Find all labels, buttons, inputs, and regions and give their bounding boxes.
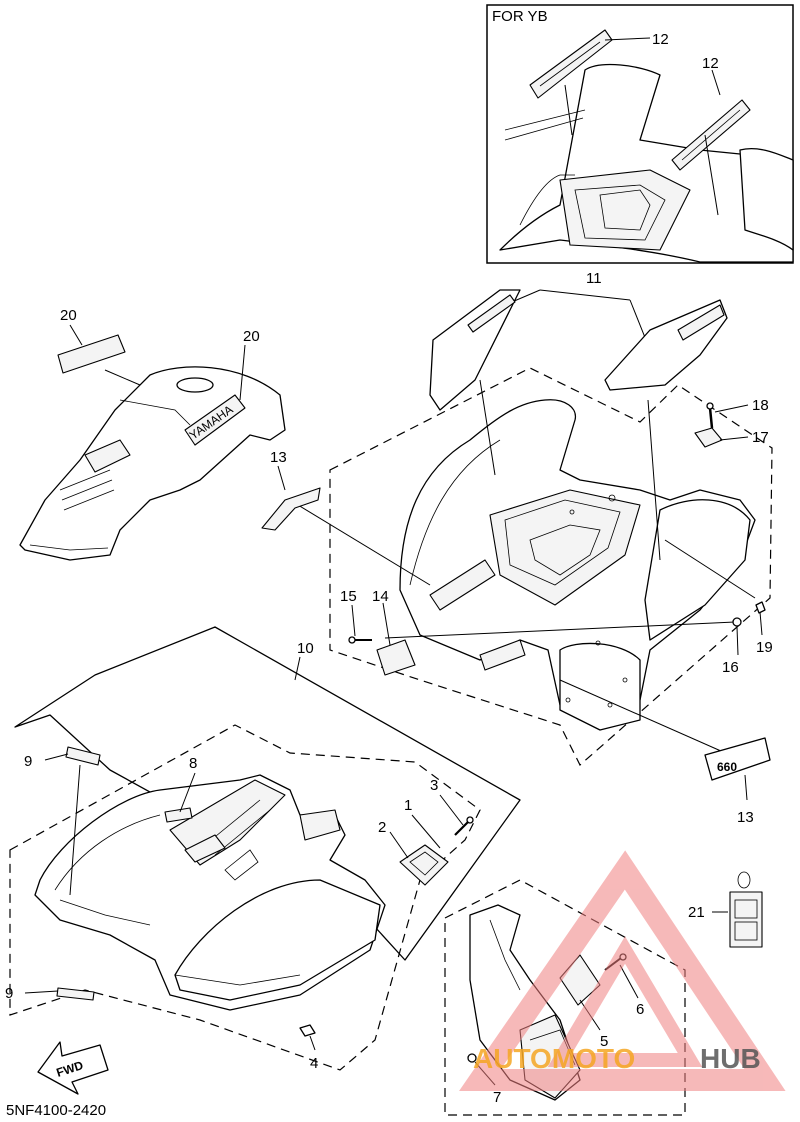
watermark bbox=[459, 850, 786, 1091]
nut-7 bbox=[467, 1053, 477, 1063]
callout-17: 17 bbox=[752, 429, 769, 446]
callout-13b: 13 bbox=[737, 809, 754, 826]
decal-9-top bbox=[65, 746, 101, 766]
nut-4 bbox=[299, 1024, 316, 1037]
callout-3: 3 bbox=[430, 777, 438, 794]
body-cover-20: 20 YAMAHA 20 bbox=[19, 307, 286, 561]
callout-7: 7 bbox=[493, 1089, 501, 1106]
watermark-logo-text: AUTOMOTO HUB bbox=[473, 1043, 761, 1074]
rear-fender-group: 11 bbox=[297, 270, 773, 826]
fwd-arrow: FWD bbox=[37, 1041, 109, 1095]
side-cover-right bbox=[604, 299, 728, 391]
callout-8: 8 bbox=[189, 755, 197, 772]
callout-6: 6 bbox=[636, 1001, 644, 1018]
decal-13-left: 13 bbox=[261, 449, 321, 531]
callout-21: 21 bbox=[688, 904, 705, 921]
callout-4: 4 bbox=[310, 1055, 318, 1072]
decal-9-bottom bbox=[56, 987, 95, 1001]
part-code: 5NF4100-2420 bbox=[6, 1102, 106, 1119]
bolt-15 bbox=[348, 636, 372, 644]
callout-12a: 12 bbox=[652, 31, 669, 48]
callout-15: 15 bbox=[340, 588, 357, 605]
decal-12-right bbox=[671, 99, 751, 171]
inset-title: FOR YB bbox=[492, 8, 548, 25]
bolt-3 bbox=[454, 816, 474, 836]
watermark-prefix: AUTOMOTO bbox=[473, 1043, 635, 1074]
callout-19: 19 bbox=[756, 639, 773, 656]
decal-model-text: 660 bbox=[717, 760, 737, 774]
tag-21 bbox=[729, 871, 763, 948]
callout-5: 5 bbox=[600, 1033, 608, 1050]
callout-9b: 9 bbox=[5, 985, 13, 1002]
callout-12b: 12 bbox=[702, 55, 719, 72]
callout-13a: 13 bbox=[270, 449, 287, 466]
side-cover-left bbox=[429, 289, 521, 411]
plate-2 bbox=[399, 844, 449, 886]
callout-2: 2 bbox=[378, 819, 386, 836]
front-fender-group: 10 9 9 8 3 bbox=[5, 626, 521, 1119]
callout-1: 1 bbox=[404, 797, 412, 814]
callout-14: 14 bbox=[372, 588, 389, 605]
callout-18: 18 bbox=[752, 397, 769, 414]
callout-10: 10 bbox=[297, 640, 314, 657]
callout-11: 11 bbox=[586, 270, 602, 287]
plate-17 bbox=[694, 427, 723, 448]
plate-14 bbox=[376, 639, 416, 676]
watermark-suffix: HUB bbox=[700, 1043, 761, 1074]
callout-20b: 20 bbox=[243, 328, 260, 345]
callout-20a: 20 bbox=[60, 307, 77, 324]
bolt-18 bbox=[706, 402, 714, 429]
inset-for-yb: FOR YB 12 12 bbox=[486, 4, 794, 264]
decal-13-rear: 660 bbox=[704, 737, 771, 781]
callout-9a: 9 bbox=[24, 753, 32, 770]
callout-16: 16 bbox=[722, 659, 739, 676]
